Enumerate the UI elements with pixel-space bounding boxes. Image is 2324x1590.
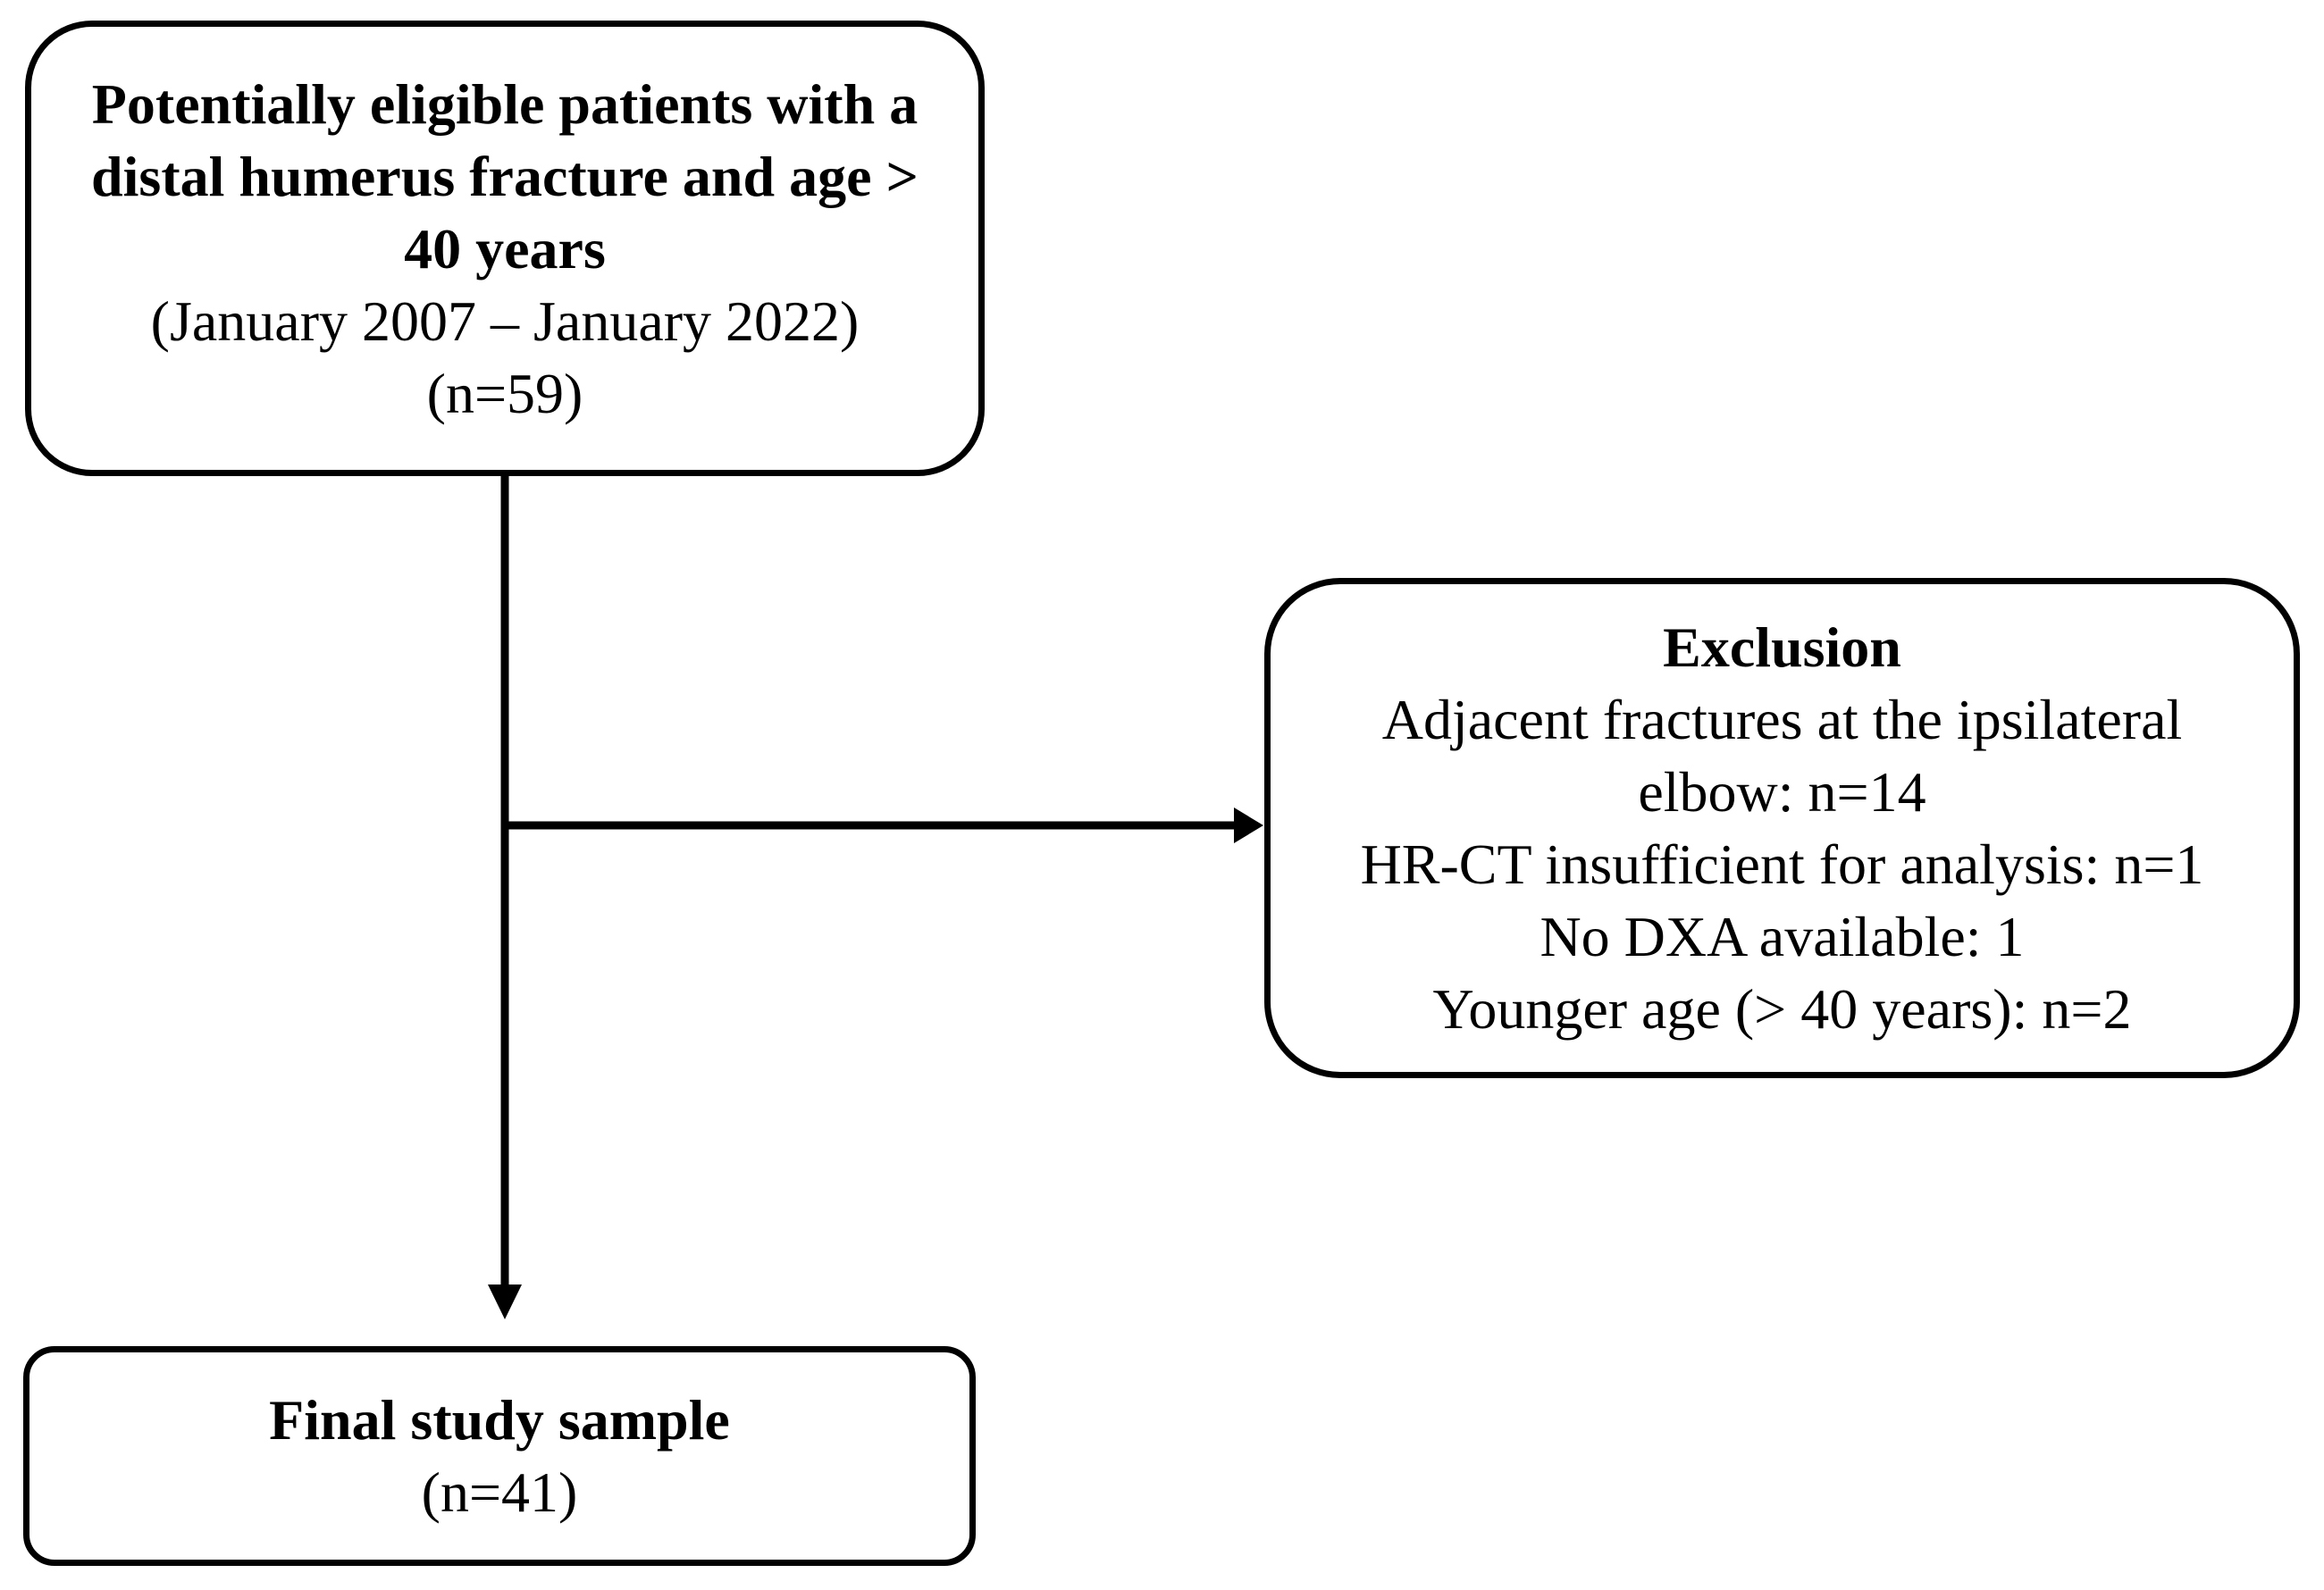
exclusion-item: Younger age (> 40 years): n=2 [1432, 977, 2132, 1041]
eligible-count: (n=59) [426, 361, 583, 425]
exclusion-item: HR-CT insufficient for analysis: n=1 [1360, 833, 2204, 896]
exclusion-item: Adjacent fractures at the ipsilateral el… [1381, 688, 2183, 824]
arrowhead-down-icon [488, 1285, 522, 1319]
node-final-sample: Final study sample (n=41) [23, 1346, 976, 1566]
eligible-title-line: Potentially eligible patients with a [91, 71, 919, 136]
final-title: Final study sample [269, 1388, 730, 1452]
exclusion-content: Exclusion Adjacent fractures at the ipsi… [1336, 611, 2229, 1045]
arrowhead-right-icon [1234, 808, 1263, 843]
exclusion-item: No DXA available: 1 [1540, 905, 2025, 968]
node-exclusion: Exclusion Adjacent fractures at the ipsi… [1264, 578, 2300, 1078]
eligible-period: (January 2007 – January 2022) [150, 289, 860, 353]
eligible-title-line: 40 years [404, 216, 606, 280]
node-eligible-patients: Potentially eligible patients with a dis… [25, 21, 985, 476]
exclusion-heading: Exclusion [1663, 615, 1901, 679]
final-count: (n=41) [421, 1460, 578, 1524]
eligible-title-line: distal humerus fracture and age > [91, 144, 919, 208]
